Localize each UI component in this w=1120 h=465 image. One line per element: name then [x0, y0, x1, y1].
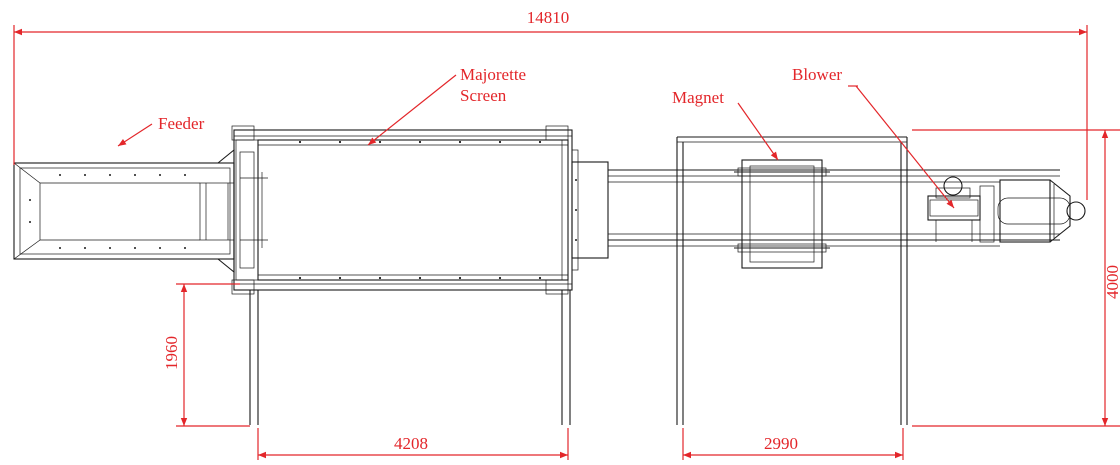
screen-legs	[249, 290, 571, 425]
screen-label-line1: Majorette	[460, 65, 526, 84]
overall-length-value: 14810	[527, 8, 570, 27]
majorette-screen	[231, 125, 579, 295]
screen-rivets	[298, 140, 577, 280]
screen-label-line2: Screen	[460, 86, 507, 105]
magnet-frame-span-value: 2990	[764, 434, 798, 453]
magnet-unit	[734, 159, 830, 269]
component-labels: Feeder Majorette Screen Magnet Blower	[158, 65, 842, 133]
feeder-hopper	[13, 148, 235, 274]
magnet-frame	[676, 136, 908, 425]
support-height-value: 1960	[162, 336, 181, 370]
conveyor-belt	[608, 169, 1086, 247]
feeder-label: Feeder	[158, 114, 205, 133]
magnet-label: Magnet	[672, 88, 724, 107]
blower-unit	[927, 176, 995, 243]
blower-label: Blower	[792, 65, 842, 84]
overall-height-value: 4000	[1103, 265, 1120, 299]
callout-leaders	[117, 74, 955, 209]
dimension-lines	[13, 25, 1120, 460]
feeder-bolts	[29, 174, 186, 249]
machine-outline	[13, 125, 1086, 425]
transition-chute	[571, 161, 609, 259]
screen-leg-span-value: 4208	[394, 434, 428, 453]
dimension-values: 14810 4000 1960 4208 2990	[162, 8, 1120, 453]
